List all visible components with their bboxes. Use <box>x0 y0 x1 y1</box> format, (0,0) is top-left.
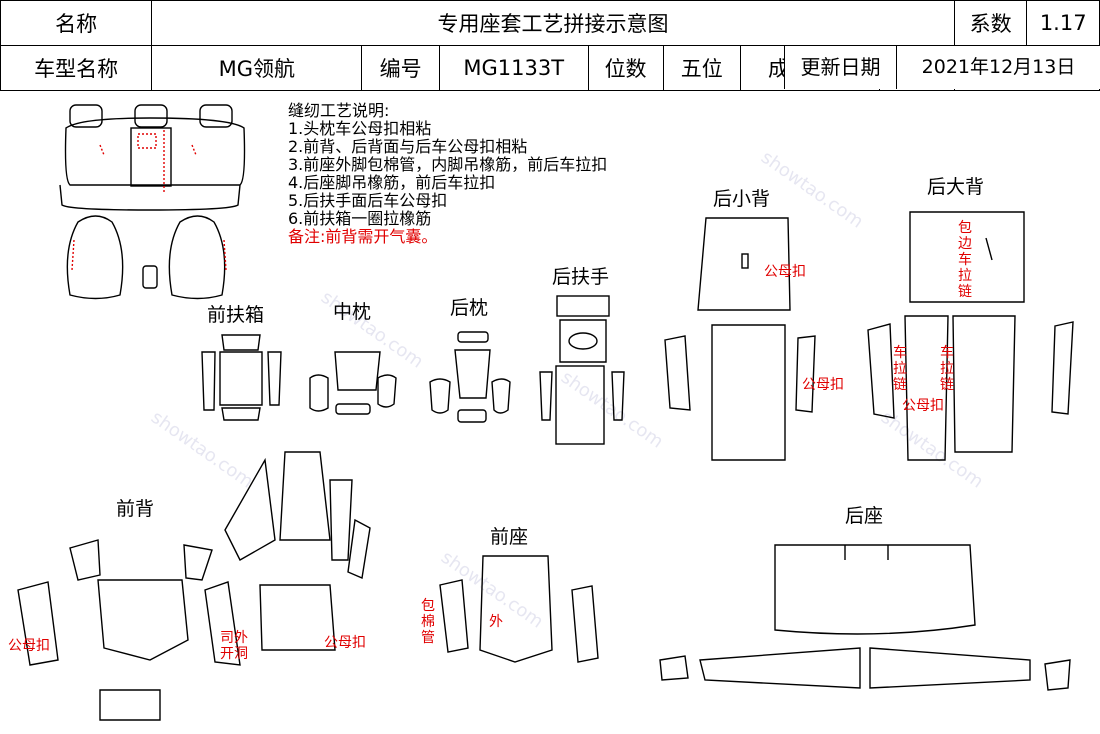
front-seat-pieces <box>439 555 599 663</box>
seats-label: 位数 <box>587 45 664 91</box>
model-value: MG领航 <box>151 45 363 91</box>
label-rear-seat: 后座 <box>845 505 884 527</box>
middle-headrest-pieces <box>309 351 397 415</box>
annotation-zipper-right: 车 拉 链 <box>940 345 954 393</box>
front-seat-sketches <box>66 215 227 300</box>
label-middle-headrest: 中枕 <box>333 301 372 323</box>
rear-armrest-pieces <box>539 295 625 445</box>
coef-label: 系数 <box>953 0 1028 46</box>
annotation-buckle-big-back: 公母扣 <box>902 398 944 414</box>
label-front-back: 前背 <box>116 498 155 520</box>
label-rear-headrest: 后枕 <box>450 297 489 319</box>
annotation-zipper-left: 车 拉 链 <box>893 345 907 393</box>
annotation-buckle-small-back: 公母扣 <box>764 264 806 280</box>
code-label: 编号 <box>361 45 440 91</box>
annotation-hem-zipper: 包 边 车 拉 链 <box>958 220 972 300</box>
date-cell: 2021年12月13日 <box>896 46 1100 89</box>
diagram-title: 专用座套工艺拼接示意图 <box>151 0 955 46</box>
label-rear-big-back: 后大背 <box>927 176 985 198</box>
note-item: 1.头枕车公母扣相粘 <box>288 119 432 138</box>
date-label-cell: 更新日期 <box>784 46 896 89</box>
annotation-cotton-tube: 包 棉 管 <box>421 598 435 646</box>
note-item: 5.后扶手面后车公母扣 <box>288 191 448 210</box>
label-front-armrest-box: 前扶箱 <box>207 304 265 326</box>
seats-value: 五位 <box>662 45 742 91</box>
note-item: 2.前背、后背面与后车公母扣相粘 <box>288 137 528 156</box>
note-item: 4.后座脚吊橡筋，前后车拉扣 <box>288 173 496 192</box>
notes-title: 缝纫工艺说明: <box>288 101 390 120</box>
note-item: 6.前扶箱一圈拉橡筋 <box>288 209 432 228</box>
label-rear-armrest: 后扶手 <box>552 266 610 288</box>
label-front-seat: 前座 <box>490 526 529 548</box>
front-back-pieces <box>17 451 371 721</box>
annotation-outer: 外 <box>489 614 503 630</box>
model-label: 车型名称 <box>0 45 153 91</box>
svg-text:showtao.com: showtao.com <box>877 407 987 493</box>
name-label: 名称 <box>0 0 153 46</box>
annotation-side-hole: 司外 开洞 <box>220 630 248 662</box>
annotation-buckle-front-back-2: 公母扣 <box>324 635 366 651</box>
annotation-buckle-front-back: 公母扣 <box>8 638 50 654</box>
code-value: MG1133T <box>438 45 589 91</box>
annotation-buckle-small-back-2: 公母扣 <box>802 377 844 393</box>
notes-remark: 备注:前背需开气囊。 <box>288 227 438 246</box>
rear-small-back-pieces <box>664 217 816 461</box>
rear-seat-pieces <box>659 544 1071 691</box>
rear-bench-sketch <box>59 104 246 211</box>
sewing-notes: 缝纫工艺说明: 1.头枕车公母扣相粘 2.前背、后背面与后车公母扣相粘 3.前座… <box>288 102 607 246</box>
svg-text:showtao.com: showtao.com <box>757 147 867 233</box>
rear-headrest-pieces <box>429 331 511 423</box>
note-item: 3.前座外脚包棉管，内脚吊橡筋，前后车拉扣 <box>288 155 608 174</box>
rear-big-back-pieces <box>867 211 1074 461</box>
label-rear-small-back: 后小背 <box>713 188 771 210</box>
front-armrest-box-pieces <box>201 334 282 421</box>
